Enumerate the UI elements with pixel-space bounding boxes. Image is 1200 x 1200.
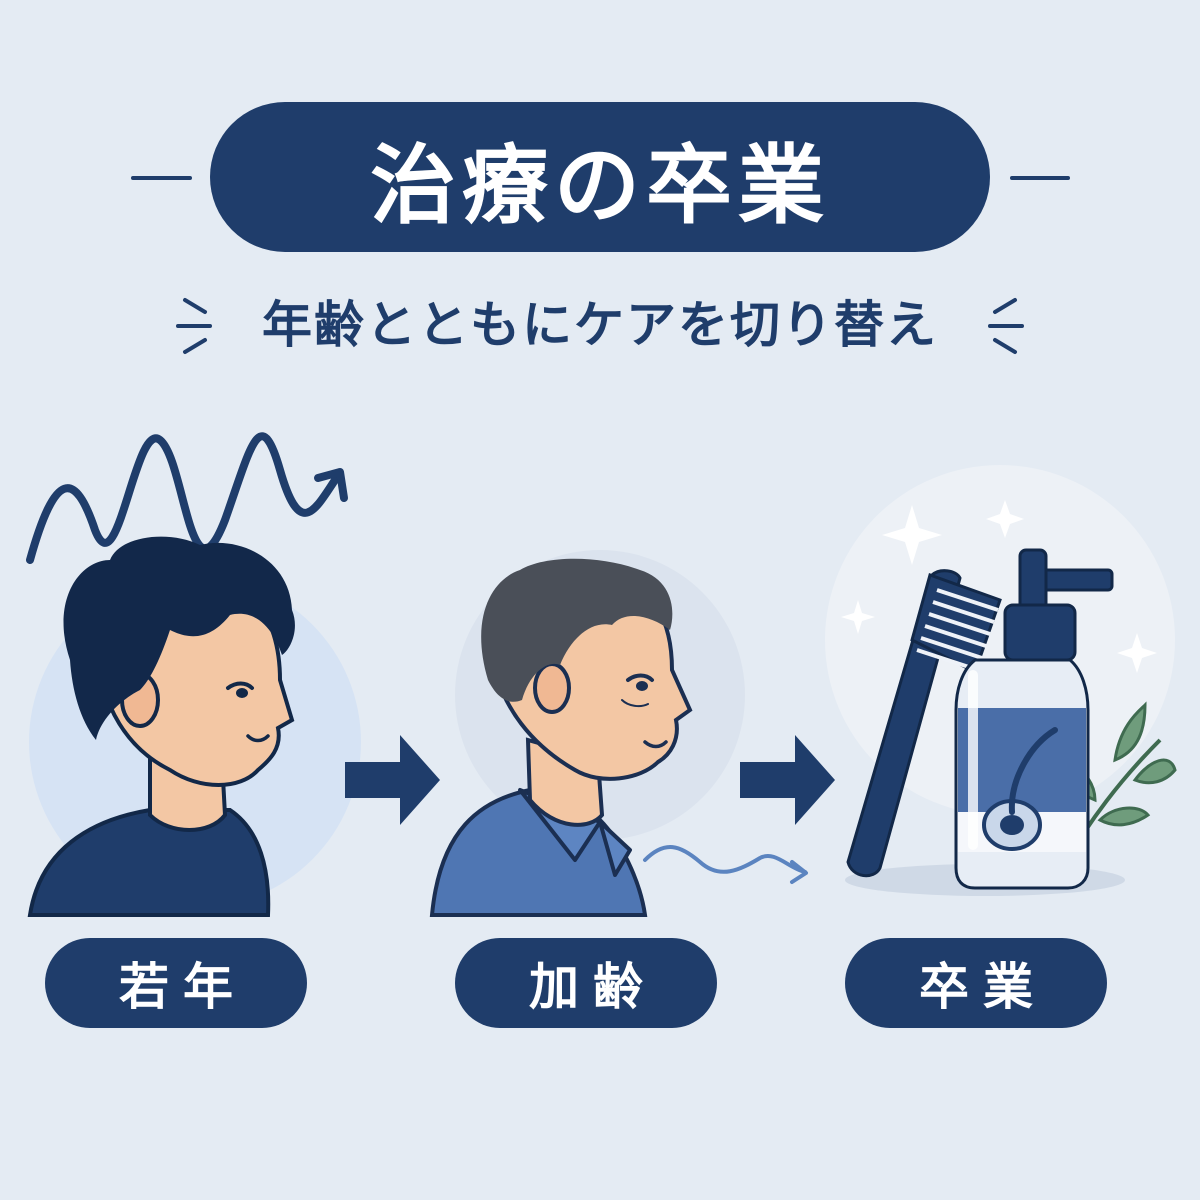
stage-label-young: 若年 — [45, 938, 307, 1028]
stage-label-aging-text: 加齢 — [529, 958, 657, 1016]
stage-label-young-text: 若年 — [119, 958, 247, 1016]
aging-man-illustration — [429, 558, 693, 917]
wave-arrow-head — [314, 468, 348, 502]
hair-follicle-icon — [982, 727, 1058, 851]
subtitle: 年齢とともにケアを切り替え — [262, 296, 938, 354]
sparkle-icon — [841, 500, 1157, 673]
stage-label-graduation: 卒業 — [845, 938, 1107, 1028]
stage-label-aging: 加齢 — [455, 938, 717, 1028]
young-man-illustration — [27, 536, 295, 917]
subtitle-decor-right — [988, 298, 1024, 354]
stage-label-graduation-text: 卒業 — [919, 958, 1047, 1016]
comb-icon — [846, 569, 1002, 878]
subtitle-decor-left — [176, 298, 212, 354]
small-wave-arrow-head — [790, 860, 808, 884]
wave-arrow-icon — [26, 432, 339, 564]
arrow-right-icon — [345, 735, 440, 825]
arrow-right-icon-2 — [740, 735, 835, 825]
page-title: 治療の卒業 — [370, 135, 830, 236]
small-wave-arrow-icon — [643, 845, 807, 874]
title-banner: 治療の卒業 — [210, 102, 990, 252]
